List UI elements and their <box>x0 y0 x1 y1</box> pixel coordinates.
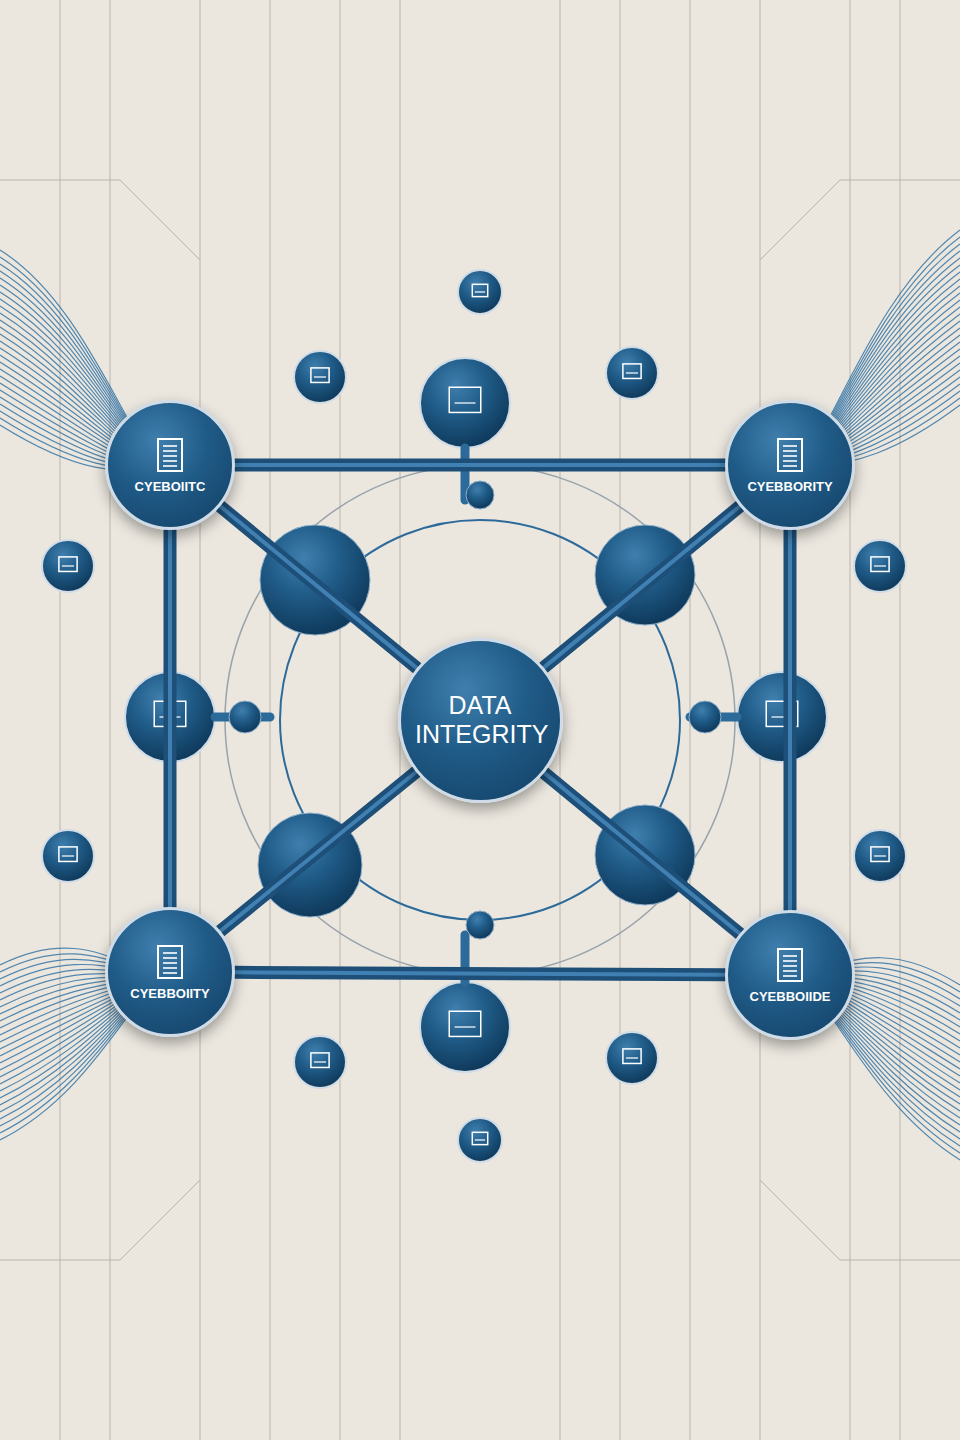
icon-glyph <box>874 565 886 566</box>
tube-stub <box>215 448 737 982</box>
icon-circle <box>458 1118 502 1162</box>
icon-glyph <box>62 565 74 566</box>
icon-glyph <box>472 284 487 296</box>
joint-sphere <box>689 701 721 733</box>
icon-circle <box>854 830 906 882</box>
icon-circle <box>606 1032 658 1084</box>
icon-circle <box>42 540 94 592</box>
hub-circle: DATA INTEGRITY <box>398 638 563 803</box>
tube-body <box>544 506 740 667</box>
icon-glyph <box>472 1132 487 1144</box>
grid-line <box>60 0 61 1440</box>
tube-highlight <box>168 530 172 907</box>
icon-circle <box>420 358 510 448</box>
corner-circle: CYEBOIITC <box>105 400 235 530</box>
tube-connector <box>235 465 725 466</box>
tube-body <box>220 506 416 667</box>
tube-highlight <box>788 530 792 910</box>
document-icon <box>155 944 185 980</box>
tube-highlight <box>544 772 740 933</box>
fiber-bundles <box>0 230 960 1160</box>
icon-glyph <box>475 1139 485 1140</box>
corner-circle: CYEBBOIITY <box>105 907 235 1037</box>
icon-circle <box>42 830 94 882</box>
joint-sphere <box>466 911 494 939</box>
node-label: CYEBBOIITY <box>130 986 209 1001</box>
tube-body <box>235 972 725 974</box>
icon-glyph <box>311 368 329 383</box>
tube-connector <box>790 530 791 910</box>
joint-sphere <box>466 481 494 509</box>
icon-glyph <box>314 1061 326 1062</box>
node-label: DATA INTEGRITY <box>415 691 545 749</box>
icon-glyph <box>871 557 889 572</box>
tube-highlight <box>220 506 416 667</box>
icon-glyph <box>455 402 476 403</box>
icon-glyph <box>623 1049 641 1064</box>
icon-glyph <box>314 376 326 377</box>
tube-highlight <box>235 972 725 974</box>
tube-highlight <box>235 463 725 467</box>
icon-glyph <box>626 1057 638 1058</box>
document-icon <box>155 437 185 473</box>
tube-highlight <box>220 772 416 931</box>
tube-highlight <box>544 506 740 667</box>
icon-glyph <box>626 372 638 373</box>
icon-glyph <box>59 847 77 862</box>
icon-circle <box>294 351 346 403</box>
icon-circle <box>458 270 502 314</box>
joint-sphere <box>229 701 261 733</box>
grid-line <box>900 0 901 1440</box>
tube-body <box>544 772 740 933</box>
tube-connector <box>235 972 725 974</box>
icon-circle <box>854 540 906 592</box>
icon-glyph <box>62 855 74 856</box>
tube-connector <box>220 772 416 931</box>
icon-glyph <box>449 387 481 412</box>
tube-body <box>784 530 797 910</box>
document-icon <box>775 947 805 983</box>
icon-circle <box>606 347 658 399</box>
node-label: CYEBBORITY <box>747 479 832 494</box>
document-icon <box>775 437 805 473</box>
icon-circle <box>420 982 510 1072</box>
grid-line <box>620 0 621 1440</box>
tube-body <box>235 459 725 472</box>
grid-line <box>110 0 111 1440</box>
tube-connector <box>544 772 740 933</box>
icon-glyph <box>871 847 889 862</box>
icon-glyph <box>311 1053 329 1068</box>
icon-circle <box>737 672 827 762</box>
corner-circle: CYEBBORITY <box>725 400 855 530</box>
icon-glyph <box>449 1011 481 1036</box>
tube-connector <box>170 530 171 907</box>
tube-connector <box>220 506 416 667</box>
icon-glyph <box>623 364 641 379</box>
icon-glyph <box>874 855 886 856</box>
tube-connector <box>544 506 740 667</box>
node-label: CYEBBOIIDE <box>750 989 831 1004</box>
ring-outline <box>225 465 735 975</box>
tube-body <box>164 530 177 907</box>
node-label: CYEBOIITC <box>135 479 206 494</box>
icon-glyph <box>59 557 77 572</box>
grid-line <box>340 0 341 1440</box>
tube-body <box>220 772 416 931</box>
circuit-trace <box>0 180 960 1260</box>
icon-circle <box>294 1036 346 1088</box>
icon-glyph <box>455 1026 476 1027</box>
corner-circle: CYEBBOIIDE <box>725 910 855 1040</box>
grid-line <box>850 0 851 1440</box>
icon-glyph <box>475 291 485 292</box>
icon-nodes <box>42 270 906 1162</box>
